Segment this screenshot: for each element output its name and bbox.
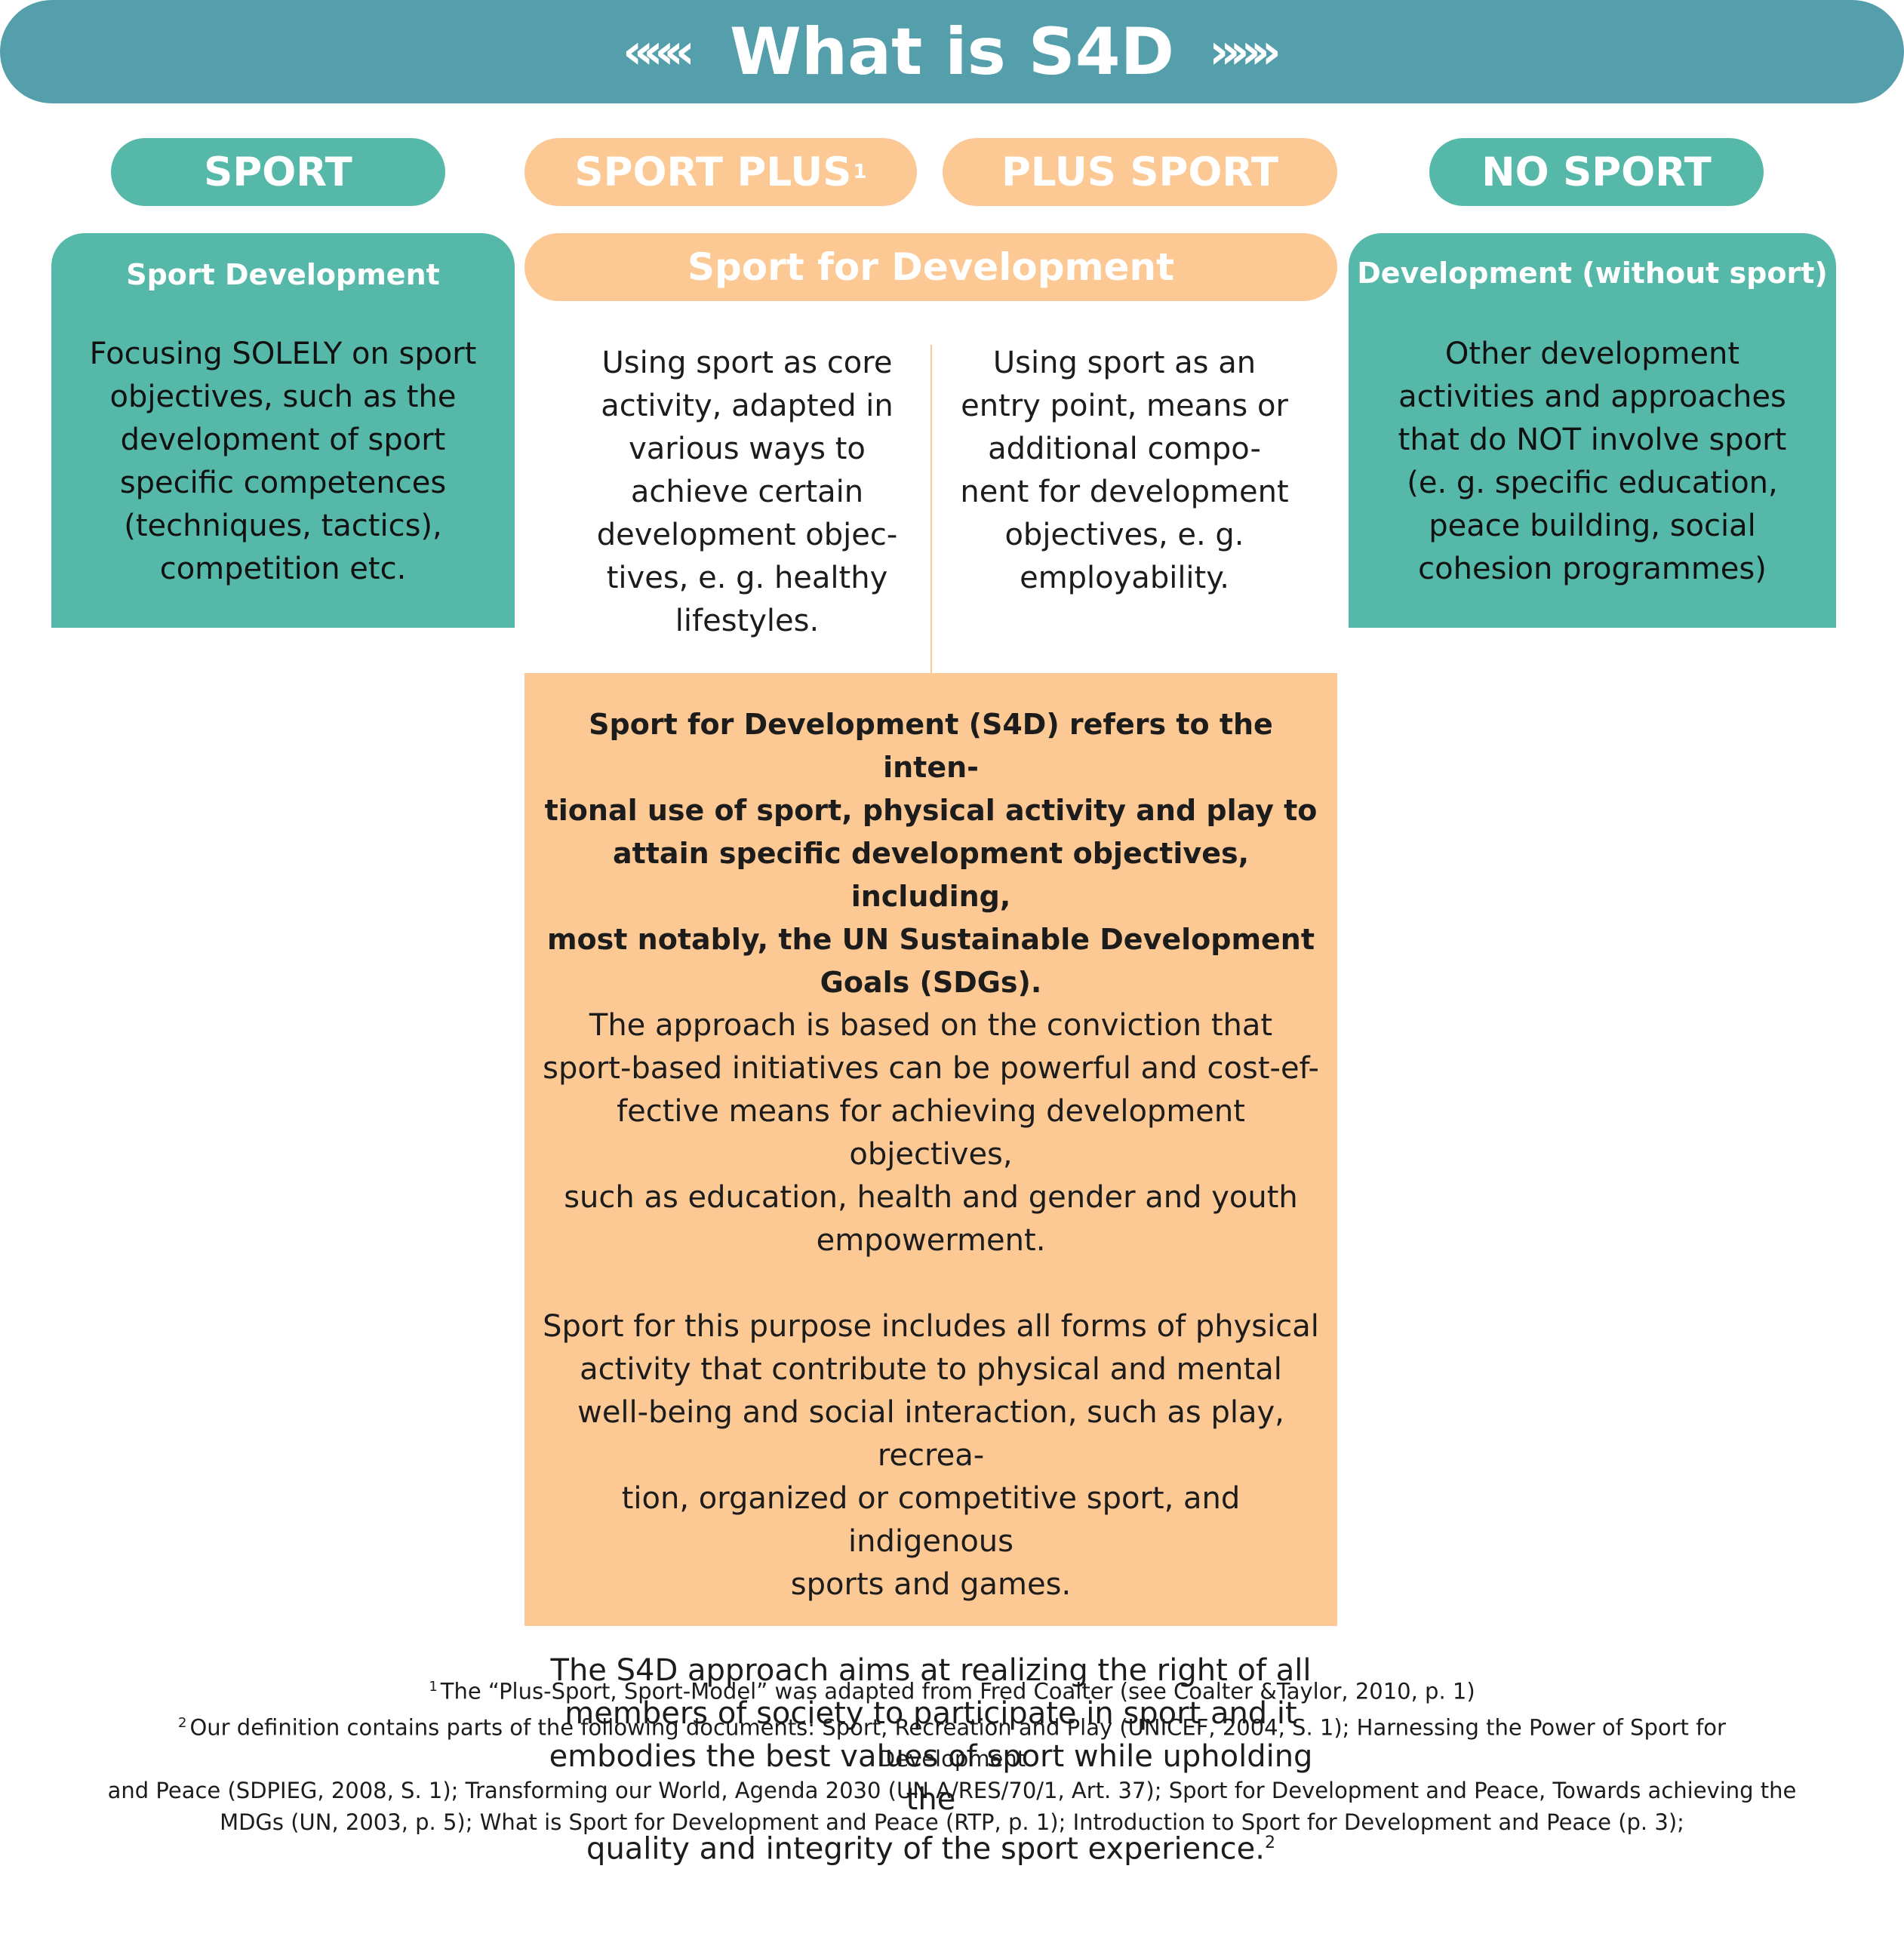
sport-development-text: Focusing SOLELY on sport objectives, suc… (89, 337, 477, 586)
development-without-sport-box: Development (without sport) Other develo… (1349, 233, 1836, 628)
chevrons-right-icon: »»» (1208, 23, 1281, 80)
title-banner: ««« What is S4D »»» (0, 0, 1904, 103)
pill-plus-sport: PLUS SPORT (943, 138, 1337, 206)
footnote-marker-2: 2 (1264, 1834, 1275, 1852)
sport-development-header: Sport Development (126, 258, 440, 291)
pill-sport: SPORT (111, 138, 445, 206)
footnote-marker-1: 1 (853, 161, 867, 183)
chevrons-left-icon: ««« (622, 23, 695, 80)
column-divider (930, 345, 932, 673)
development-without-sport-header: Development (without sport) (1357, 257, 1828, 290)
plus-sport-description: Using sport as an entry point, means or … (960, 346, 1289, 595)
definition-sport-purpose-paragraph: Sport for this purpose includes all form… (543, 1309, 1319, 1602)
development-without-sport-text: Other development activities and approac… (1398, 337, 1787, 586)
sport-development-box: Sport Development Focusing SOLELY on spo… (51, 233, 515, 628)
pill-no-sport: NO SPORT (1429, 138, 1764, 206)
s4d-definition-box: Sport for Development (S4D) refers to th… (524, 673, 1337, 1866)
definition-statement: Sport for Development (S4D) refers to th… (544, 708, 1318, 999)
sport-plus-description: Using sport as core activity, adapted in… (596, 346, 898, 638)
page-title: What is S4D (730, 14, 1174, 90)
definition-approach-paragraph: The approach is based on the conviction … (543, 1008, 1319, 1258)
sport-for-development-bar: Sport for Development (524, 233, 1337, 301)
definition-rights-paragraph: The S4D approach aims at realizing the r… (549, 1653, 1313, 1867)
